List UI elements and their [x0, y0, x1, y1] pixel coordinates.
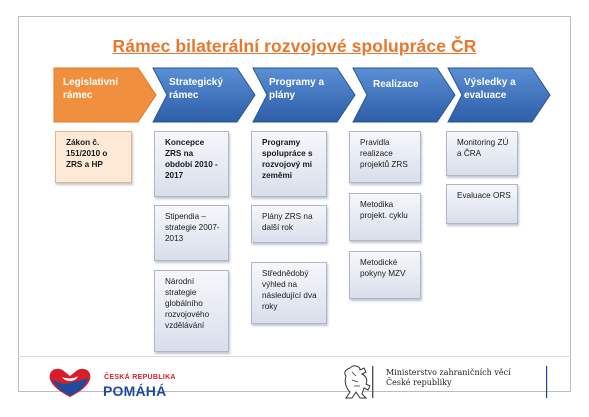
- ministry-line-2: České republiky: [386, 378, 452, 387]
- box-metodicke-pokyny: Metodické pokyny MZV: [349, 251, 421, 299]
- step-arrow-vysledky: Výsledky a evaluace: [446, 66, 554, 124]
- arrow-shape: [152, 67, 256, 123]
- box-plany-zrs: Plány ZRS na další rok: [251, 205, 327, 243]
- step-label: Výsledky a evaluace: [464, 77, 516, 101]
- czech-republic-helps-logo: [49, 368, 91, 397]
- logo-text-pomaha: POMÁHÁ: [103, 383, 167, 399]
- slide-frame: [18, 16, 571, 392]
- box-monitoring: Monitoring ZÚ a ČRA: [446, 131, 518, 176]
- box-evaluace: Evaluace ORS: [446, 184, 518, 224]
- step-arrow-legislativni: Legislativní rámec: [52, 66, 160, 124]
- step-label: Programy a plány: [269, 77, 325, 101]
- box-metodika: Metodika projekt. cyklu: [349, 193, 421, 241]
- slide-title: Rámec bilaterální rozvojové spolupráce Č…: [112, 36, 477, 56]
- ministry-line-1: Ministerstvo zahraničních věcí: [386, 368, 511, 377]
- logo-text-ceska-republika: ČESKÁ REPUBLIKA: [104, 374, 176, 381]
- arrow-shape: [53, 67, 157, 123]
- box-zakon: Zákon č. 151/2010 o ZRS a HP: [55, 131, 132, 183]
- ministry-name: Ministerstvo zahraničních věcí České rep…: [386, 368, 511, 388]
- box-programy-spoluprace: Programy spolupráce s rozvojový mi zeměm…: [251, 131, 327, 197]
- step-label: Legislativní rámec: [63, 77, 119, 101]
- arrow-shape: [252, 67, 356, 123]
- step-label: Strategický rámec: [169, 77, 223, 101]
- box-stipendia: Stipendia – strategie 2007-2013: [154, 205, 229, 261]
- box-pravidla-realizace: Pravidla realizace projektů ZRS: [349, 131, 421, 183]
- box-koncepce: Koncepce ZRS na období 2010 - 2017: [154, 131, 229, 197]
- heart-flag-icon: [49, 368, 91, 397]
- box-strednedoby-vyhled: Střednědobý výhled na následující dva ro…: [251, 262, 327, 324]
- step-arrow-programy: Programy a plány: [251, 66, 359, 124]
- step-arrow-strategicky: Strategický rámec: [151, 66, 259, 124]
- step-label: Realizace: [373, 79, 419, 90]
- arrow-shape: [447, 67, 551, 123]
- czech-lion-icon: [344, 365, 371, 399]
- arrow-shape: [352, 67, 456, 123]
- box-narodni-strategie: Národní strategie globálního rozvojového…: [154, 270, 229, 352]
- footer-divider: [18, 356, 571, 357]
- ministry-logo: [344, 365, 548, 399]
- step-arrow-realizace: Realizace: [351, 66, 459, 124]
